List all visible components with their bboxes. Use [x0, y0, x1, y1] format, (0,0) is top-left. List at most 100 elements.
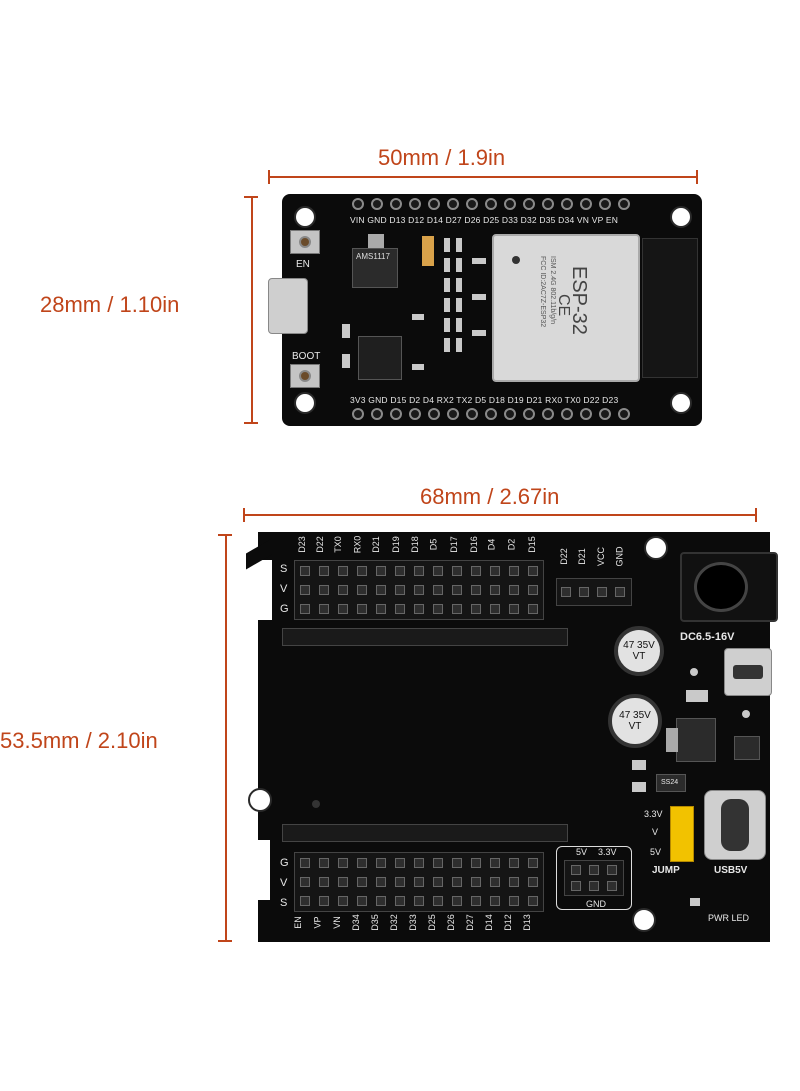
gnd-header-outline: [556, 846, 632, 910]
esp32-module: ESP-32 CE ISM 2.4G 802.11b/g/n FCC ID:2A…: [492, 234, 640, 382]
gnd-label: GND: [586, 899, 606, 909]
ss24-diode: SS24: [656, 774, 686, 792]
top-pin-labels: VIN GND D13 D12 D14 D27 D26 D25 D33 D32 …: [350, 215, 619, 225]
board-notch: [240, 840, 270, 900]
header-label: D5: [428, 538, 439, 551]
mounting-hole: [294, 206, 316, 228]
dim-line: [268, 176, 698, 178]
header-label: D23: [296, 536, 307, 553]
esp32-board: VIN GND D13 D12 D14 D27 D26 D25 D33 D32 …: [268, 194, 702, 426]
dc-voltage-label: DC6.5-16V: [680, 631, 735, 643]
mounting-hole: [644, 536, 668, 560]
header-label: D4: [486, 538, 497, 551]
tantalum-capacitor: [422, 236, 434, 266]
boot-button[interactable]: [290, 364, 320, 388]
row-label: V: [280, 583, 288, 595]
dim-tick: [244, 422, 258, 424]
header-label: VP: [312, 916, 323, 929]
header-label: D13: [521, 914, 532, 931]
power-led: [690, 898, 700, 906]
smd-inductor: [734, 736, 760, 760]
header-label: D12: [502, 914, 513, 931]
mounting-hole: [632, 908, 656, 932]
header-label: EN: [292, 916, 303, 929]
boot-label: BOOT: [292, 351, 321, 362]
row-label: G: [280, 603, 289, 615]
gnd-3v3-label: 3.3V: [598, 847, 617, 857]
dim-tick: [218, 940, 232, 942]
header-label: D27: [464, 914, 475, 931]
header-label: D14: [483, 914, 494, 931]
bottom-pin-labels: 3V3 GND D15 D2 D4 RX2 TX2 D5 D18 D19 D21…: [350, 395, 619, 405]
voltage-regulator: AMS1117: [352, 248, 398, 288]
dc-barrel-jack: [680, 552, 778, 622]
usb-type-c-port: [704, 790, 766, 860]
board-notch: [240, 560, 272, 620]
header-label: D22: [314, 536, 325, 553]
mounting-hole: [294, 392, 316, 414]
row-label: S: [280, 563, 288, 575]
header-label: D34: [350, 914, 361, 931]
regulator-tab: [368, 234, 384, 248]
header-label: D25: [426, 914, 437, 931]
header-label: D2: [506, 538, 517, 551]
usb-uart-chip: [358, 336, 402, 380]
bottom-height-label: 53.5mm / 2.10in: [0, 728, 158, 753]
gnd-power-header: [564, 860, 624, 896]
electrolytic-capacitor: 47 35V VT: [608, 694, 662, 748]
module-fcc-text: FCC ID:2AC7Z-ESP32: [539, 256, 546, 328]
header-label: D35: [369, 914, 380, 931]
header-label: D33: [407, 914, 418, 931]
top-width-label: 50mm / 1.9in: [378, 145, 506, 170]
aux-header-label: GND: [614, 546, 625, 567]
aux-header-label: D21: [576, 548, 587, 565]
pwr-led-label: PWR LED: [708, 913, 750, 923]
gnd-5v-label: 5V: [576, 847, 588, 857]
jump-v-label: V: [652, 827, 659, 837]
esp32-socket-top: [282, 628, 568, 646]
aux-power-header: [556, 578, 632, 606]
usb5v-label: USB5V: [714, 865, 748, 876]
antenna-area: [642, 238, 698, 378]
header-label: D15: [526, 536, 537, 553]
bottom-width-label: 68mm / 2.67in: [420, 484, 560, 509]
mounting-hole: [248, 788, 272, 812]
en-label: EN: [296, 259, 310, 270]
ce-mark: CE: [555, 294, 572, 317]
jump-3v3-label: 3.3V: [644, 809, 663, 819]
dim-line: [225, 534, 227, 942]
bottom-gpio-header: [294, 852, 544, 912]
top-height-label: 28mm / 1.10in: [40, 292, 180, 317]
module-ism-text: ISM 2.4G 802.11b/g/n: [549, 256, 556, 324]
dim-line: [243, 514, 757, 516]
micro-usb-port: [268, 278, 308, 334]
electrolytic-capacitor: 47 35V VT: [614, 626, 664, 676]
header-label: D32: [388, 914, 399, 931]
header-label: D19: [390, 536, 401, 553]
dim-tick: [755, 508, 757, 522]
top-gpio-header: [294, 560, 544, 620]
aux-header-label: VCC: [596, 546, 607, 567]
jump-label: JUMP: [652, 865, 680, 876]
header-label: TX0: [332, 536, 343, 553]
header-label: D21: [370, 536, 381, 553]
mounting-hole: [670, 392, 692, 414]
esp32-socket-bottom: [282, 824, 568, 842]
header-label: D18: [409, 536, 420, 553]
jump-5v-label: 5V: [650, 847, 662, 857]
header-label: D16: [468, 536, 479, 553]
voltage-regulator: [676, 718, 716, 762]
en-button[interactable]: [290, 230, 320, 254]
header-label: RX0: [352, 535, 363, 554]
micro-usb-port: [724, 648, 772, 696]
voltage-jumper[interactable]: [670, 806, 694, 862]
mounting-hole: [670, 206, 692, 228]
header-label: D26: [445, 914, 456, 931]
header-label: VN: [331, 916, 342, 929]
row-label: V: [280, 877, 288, 889]
dim-line: [251, 196, 253, 424]
aux-header-label: D22: [558, 548, 569, 565]
row-label: G: [280, 857, 289, 869]
header-label: D17: [448, 536, 459, 553]
row-label: S: [280, 897, 288, 909]
